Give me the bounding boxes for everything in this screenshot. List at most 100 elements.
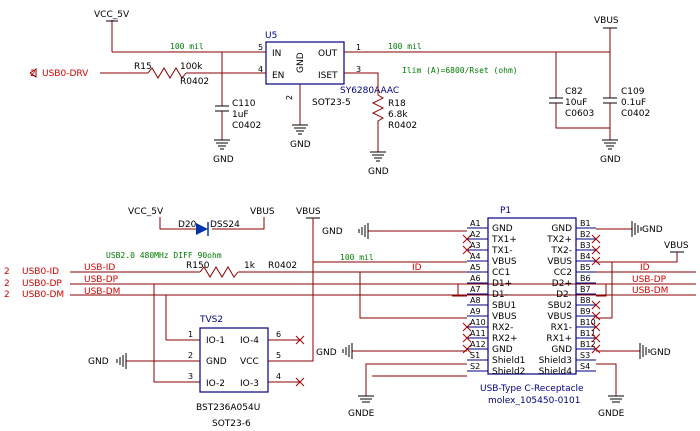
tvs2-pin-io4: IO-4 [240, 336, 259, 346]
p1-pin-num-s4: S4 [580, 362, 590, 371]
p1-pin-name-a3: TX1- [491, 246, 513, 256]
u5-pin-iset: ISET [318, 71, 338, 81]
nc-marker-b12 [591, 344, 601, 354]
gnde-right-wire [596, 363, 617, 396]
c109-ref: C109 [621, 87, 645, 97]
tvs2-num-6: 6 [276, 330, 281, 339]
tvs-vcc-wire [268, 262, 314, 362]
tvs2-num-5: 5 [276, 351, 281, 360]
dp-tie-left [457, 283, 467, 297]
ilim-note: Ilim (A)=6800/Rset (ohm) [402, 66, 518, 75]
p1-pin-num-s1: S1 [470, 351, 480, 360]
drv-net-label: USB0-DRV [42, 69, 89, 79]
cap-bottom-wire [555, 103, 610, 129]
u5-pin-en: EN [272, 71, 284, 81]
nc-marker-b9 [591, 311, 601, 321]
p1-ref: P1 [500, 206, 511, 216]
c110-ref: C110 [232, 99, 256, 109]
id-net-label-right: ID [640, 263, 650, 273]
tvs-io2-wire [153, 284, 200, 383]
p1-pin-name-b2: TX2+ [546, 235, 572, 245]
p1-pin-num-a11: A11 [470, 329, 486, 338]
gnd-symbol-caps [602, 139, 618, 150]
p1-pin-name-a10: RX2- [492, 323, 513, 333]
vbus-b9-tie [596, 262, 613, 319]
p1-pin-num-b4: B4 [580, 252, 591, 261]
p1-pin-name-b8: SBU2 [548, 301, 572, 311]
p1-pin-num-b12: B12 [580, 340, 596, 349]
p1-mfr: molex_105450-0101 [488, 396, 581, 406]
u5-part: SY6280AAAC [340, 86, 399, 96]
net-id-row: 2 USB0-ID USB-ID [4, 263, 115, 277]
vbus-label-top: VBUS [594, 16, 619, 26]
r15-zigzag [147, 67, 187, 79]
p1-pin-name-a8: SBU1 [492, 301, 516, 311]
p1-pin-name-a4: VBUS [492, 257, 517, 267]
p1-pin-name-b3: TX2- [550, 246, 572, 256]
p1-pin-name-b1: GND [551, 224, 572, 234]
tvs2-num-4: 4 [276, 372, 281, 381]
r15-ref: R15 [134, 62, 152, 72]
p1-pin-name-a11: RX2+ [492, 334, 518, 344]
p1-pin-name-a7: D1- [492, 290, 508, 300]
nc-tvs-io3 [295, 377, 305, 387]
p1-pin-name-a6: D1+ [492, 279, 512, 289]
nc-marker-b4 [591, 256, 601, 266]
u5-package: SOT23-5 [312, 98, 351, 108]
gnde-label-right: GNDE [598, 409, 625, 419]
nc-marker-a12 [462, 344, 472, 354]
u5-num-gnd: 2 [285, 95, 294, 100]
p1-pin-name-a1: GND [492, 224, 513, 234]
vcc5v-label-top: VCC_5V [94, 10, 130, 20]
p1-pin-num-s3: S3 [580, 351, 590, 360]
vbus-label-d20: VBUS [250, 207, 275, 217]
gnd-symbol-p1-a1 [358, 223, 369, 239]
nc-marker-a10 [462, 322, 472, 332]
tvs2-pin-vcc: VCC [240, 357, 259, 367]
c82-package: C0603 [565, 109, 594, 119]
p1-pin-num-b5: B5 [580, 263, 591, 272]
svg-text:2: 2 [4, 267, 10, 277]
p1-pin-num-b8: B8 [580, 296, 591, 305]
nc-marker-a2 [462, 234, 472, 244]
p1-pin-num-b11: B11 [580, 329, 596, 338]
u5-pin-out: OUT [318, 49, 338, 59]
vcc5v-label-bottom: VCC_5V [128, 207, 164, 217]
d20-diode-triangle [196, 223, 208, 235]
u5-ref: U5 [265, 31, 277, 41]
svg-text:USB0-DM: USB0-DM [22, 290, 64, 300]
gnd-label-tvs: GND [88, 357, 109, 367]
p1-pin-name-b4: VBUS [547, 257, 572, 267]
p1-pin-num-a12: A12 [470, 340, 486, 349]
r18-package: R0402 [388, 121, 417, 131]
p1-pin-num-b6: B6 [580, 274, 591, 283]
gnd-label-p1-s1: GND [316, 348, 337, 358]
d20-cathode-wire [212, 217, 265, 230]
d20-ref: D20 [178, 220, 197, 230]
p1-pin-num-a1: A1 [470, 219, 481, 228]
id-net-label: ID [412, 263, 422, 273]
tvs2-package: SOT23-6 [212, 419, 251, 429]
p1-pin-num-a8: A8 [470, 296, 481, 305]
gnd-label-p1-s3: GND [650, 348, 671, 358]
gnd-label-p1-a1: GND [322, 227, 343, 237]
gnd-symbol-p1-b1 [631, 221, 642, 237]
nc-marker-b2 [591, 234, 601, 244]
r15-value: 100k [180, 62, 203, 72]
c109-value: 0.1uF [621, 98, 646, 108]
p1-pin-num-a4: A4 [470, 252, 481, 261]
d20-part: DSS24 [210, 220, 240, 230]
svg-text:USB0-DP: USB0-DP [22, 279, 62, 289]
p1-pin-num-a3: A3 [470, 241, 481, 250]
gnd-label-caps: GND [600, 155, 621, 165]
tvs2-num-1: 1 [188, 330, 193, 339]
p1-pin-num-a6: A6 [470, 274, 481, 283]
vbus-right-wire [596, 252, 678, 263]
u5-num-out: 1 [356, 43, 361, 52]
p1-pin-name-b5: CC2 [554, 268, 572, 278]
tvs2-num-2: 2 [188, 351, 193, 360]
nc-marker-b8 [591, 300, 601, 310]
drv-net-num: 2 [30, 69, 36, 79]
gnd-symbol-tvs [116, 353, 127, 369]
